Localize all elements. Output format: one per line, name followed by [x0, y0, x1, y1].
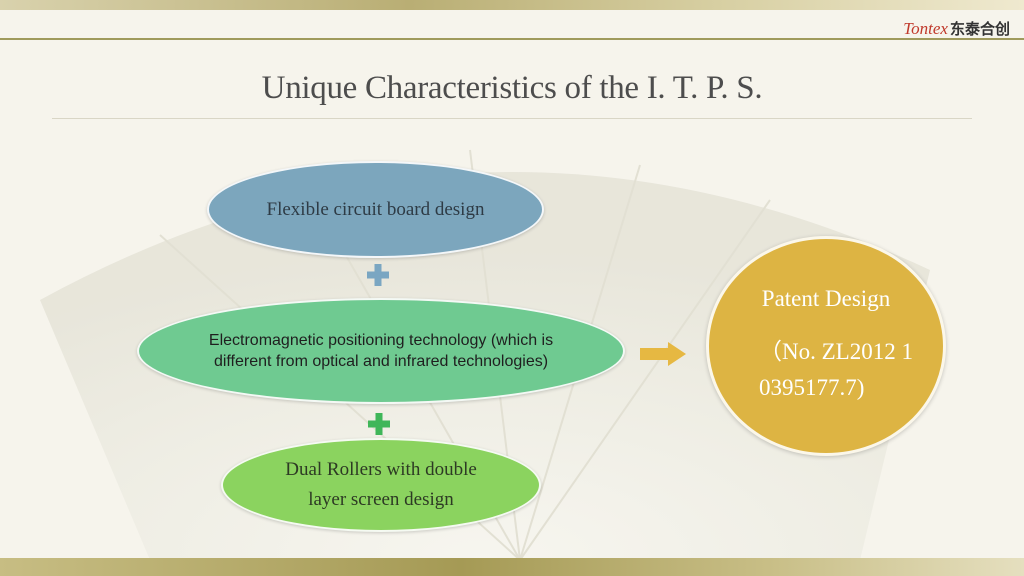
patent-title: Patent Design	[761, 286, 891, 311]
arrow-right-icon	[640, 342, 686, 366]
title-divider	[52, 118, 972, 119]
logo-latin-text: Tontex	[903, 19, 948, 38]
bottom-decorative-band	[0, 558, 1024, 576]
node-label: Dual Rollers with double layer screen de…	[285, 459, 477, 510]
logo-chinese-text: 东泰合创	[949, 20, 1010, 38]
node-label: Electromagnetic positioning technology (…	[208, 332, 554, 370]
node-electromagnetic-positioning: Electromagnetic positioning technology (…	[137, 298, 625, 404]
slide-title: Unique Characteristics of the I. T. P. S…	[261, 70, 763, 106]
patent-number: （No. ZL2012 1 0395177.7)	[759, 339, 913, 400]
plus-icon	[367, 264, 389, 286]
patent-design-circle: Patent Design （No. ZL2012 1 0395177.7)	[706, 236, 946, 456]
node-label: Flexible circuit board design	[266, 198, 485, 220]
node-flexible-circuit-board: Flexible circuit board design	[207, 161, 544, 258]
top-decorative-band	[0, 0, 1024, 10]
plus-icon	[368, 413, 390, 435]
header-rule	[0, 38, 1024, 40]
node-dual-rollers: Dual Rollers with double layer screen de…	[221, 438, 541, 532]
